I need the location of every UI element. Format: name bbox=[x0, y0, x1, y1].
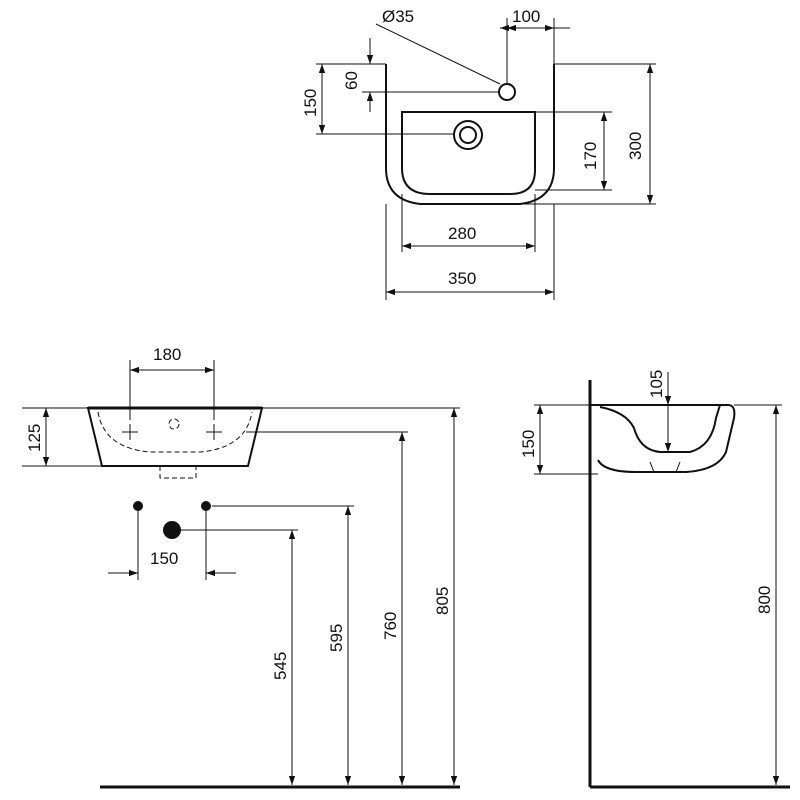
top-view-bowl-outline bbox=[401, 111, 536, 195]
waste-trap-hidden bbox=[159, 466, 197, 479]
top-view: Ø35 100 60 150 170 300 280 350 bbox=[301, 7, 656, 300]
label-basin-height: 125 bbox=[25, 424, 44, 452]
label-overall-width: 350 bbox=[448, 269, 476, 288]
label-bowl-depth: 170 bbox=[581, 142, 600, 170]
label-side-basin-height: 150 bbox=[519, 430, 538, 458]
front-view: 180 125 150 545 595 760 805 bbox=[22, 345, 460, 789]
label-rim-height: 805 bbox=[433, 587, 452, 615]
waste-outlet-inner bbox=[459, 126, 477, 144]
label-side-bowl-depth: 105 bbox=[647, 370, 666, 398]
front-view-bowl-hidden bbox=[97, 411, 253, 453]
waste-outlet-point bbox=[163, 521, 181, 539]
label-waste-height: 545 bbox=[271, 652, 290, 680]
side-view-bowl-inner bbox=[599, 404, 721, 453]
label-overall-depth: 300 bbox=[626, 132, 645, 160]
side-view: 105 150 800 bbox=[519, 370, 790, 789]
top-view-basin-outline bbox=[385, 64, 555, 205]
label-waste-from-top: 150 bbox=[301, 89, 320, 117]
label-supply-height: 595 bbox=[327, 624, 346, 652]
front-tap-hole-hidden bbox=[168, 418, 180, 430]
label-tap-hole-diameter: Ø35 bbox=[382, 7, 414, 26]
front-view-basin-outline bbox=[86, 407, 264, 467]
diameter-leader bbox=[375, 23, 501, 85]
label-supply-spacing: 150 bbox=[150, 549, 178, 568]
side-view-basin-outline bbox=[590, 404, 736, 473]
label-bowl-rim-height: 760 bbox=[381, 612, 400, 640]
side-view-trap bbox=[649, 461, 681, 473]
label-tap-spacing: 180 bbox=[153, 345, 181, 364]
label-tap-hole-offset: 100 bbox=[512, 7, 540, 26]
label-tap-hole-from-top: 60 bbox=[342, 71, 361, 90]
label-bowl-width: 280 bbox=[448, 224, 476, 243]
tap-hole-circle bbox=[498, 83, 516, 101]
waste-outlet-outer bbox=[453, 120, 483, 150]
label-side-rim-height: 800 bbox=[755, 586, 774, 614]
